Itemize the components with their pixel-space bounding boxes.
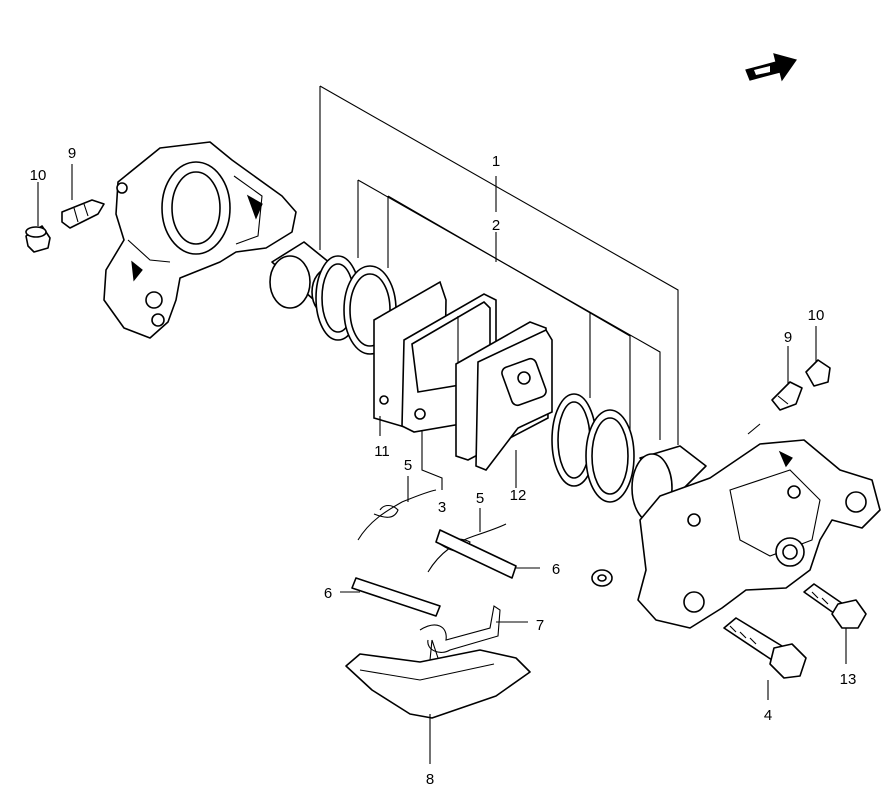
callout-2: 2 <box>492 217 500 234</box>
right-caliper-body <box>637 439 881 629</box>
direction-arrow-icon <box>745 53 797 82</box>
assembly-bracket-lines <box>319 85 679 445</box>
right-bleeder-screw <box>771 381 803 411</box>
callout-11: 11 <box>374 443 390 460</box>
callout-6-left: 6 <box>324 585 332 602</box>
callout-6-right: 6 <box>552 561 560 578</box>
callout-5-left: 5 <box>404 457 412 474</box>
callout-9-right: 9 <box>784 329 792 346</box>
pad-pin-left <box>351 577 441 617</box>
callout-10-left: 10 <box>30 167 47 184</box>
callout-9-left: 9 <box>68 145 76 162</box>
washer <box>591 569 613 587</box>
callout-12: 12 <box>510 487 527 504</box>
retaining-clip <box>419 605 501 661</box>
callout-4: 4 <box>764 707 772 724</box>
left-bleeder-screw <box>61 199 105 229</box>
pad-cover <box>345 649 531 719</box>
callout-10-right: 10 <box>808 307 825 324</box>
right-piston <box>631 445 707 523</box>
leader-lines <box>37 164 847 764</box>
callout-5-right: 5 <box>476 490 484 507</box>
callout-3: 3 <box>438 499 446 516</box>
callout-labels: 1 2 3 4 5 5 6 6 7 8 9 9 10 10 11 12 13 <box>30 145 857 788</box>
callout-7: 7 <box>536 617 544 634</box>
brake-pad-right <box>455 321 553 471</box>
callout-1: 1 <box>492 153 500 170</box>
callout-8: 8 <box>426 771 434 788</box>
pad-spring-left <box>357 489 437 541</box>
right-piston-seals <box>551 393 635 503</box>
callout-13: 13 <box>840 671 857 688</box>
bolt-4 <box>723 617 807 679</box>
left-caliper-body <box>103 141 297 339</box>
bolt-13 <box>803 583 867 629</box>
left-bleeder-cap <box>25 225 51 253</box>
right-bleeder-cap <box>805 359 831 387</box>
pad-pin-right <box>435 529 517 579</box>
left-piston-seals <box>315 255 397 355</box>
